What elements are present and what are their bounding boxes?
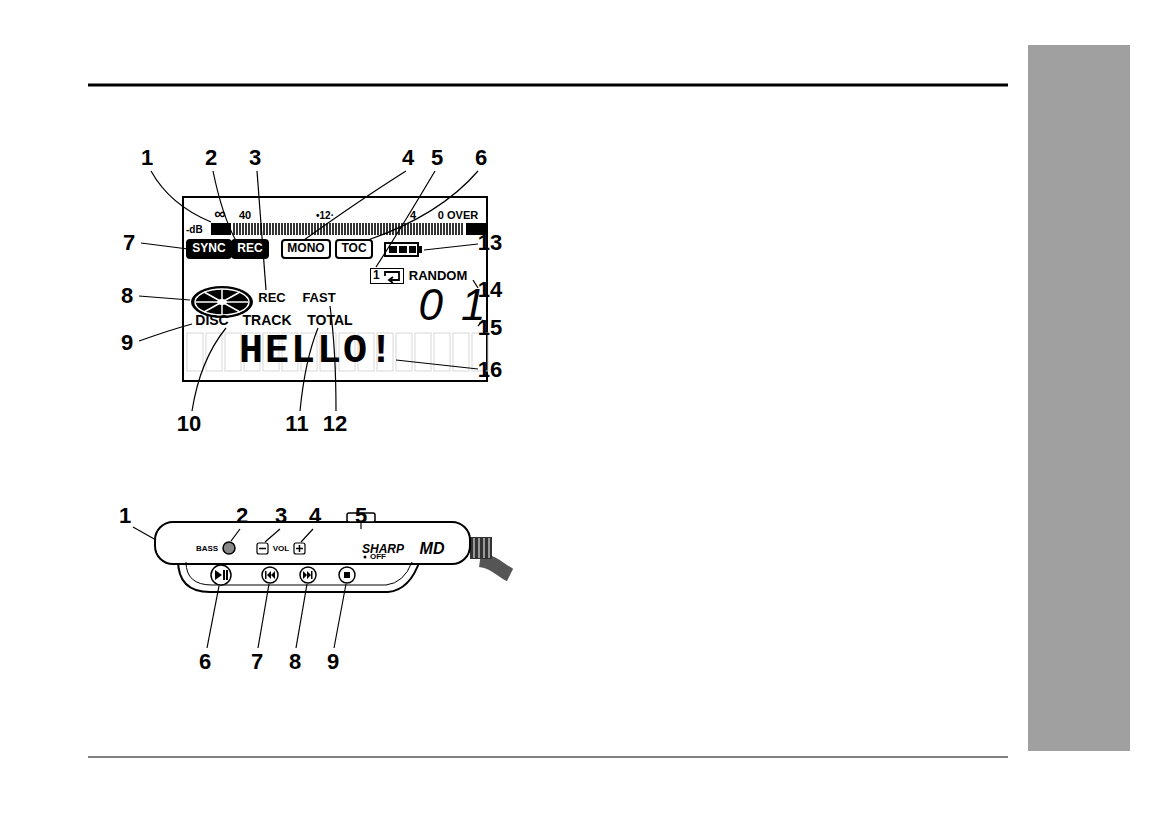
button-label: OFF bbox=[370, 553, 386, 562]
remote-control bbox=[155, 513, 510, 592]
repeat-arrow bbox=[385, 272, 399, 283]
header-rule bbox=[88, 84, 1008, 87]
level-meter bbox=[211, 223, 486, 235]
side-tab bbox=[1028, 45, 1130, 751]
callout-number: 8 bbox=[121, 284, 133, 308]
indicator: FAST bbox=[302, 291, 335, 305]
callout-number: 5 bbox=[355, 504, 367, 528]
indicator-box: REC bbox=[231, 239, 268, 258]
button-label: VOL bbox=[273, 545, 289, 554]
indicator: DISC bbox=[195, 313, 228, 328]
leader-lines bbox=[133, 523, 361, 648]
callout-number: 8 bbox=[289, 650, 301, 674]
scale-label: 40 bbox=[239, 209, 251, 221]
indicator: REC bbox=[258, 291, 285, 305]
callout-number: 5 bbox=[431, 146, 443, 170]
indicator: TOTAL bbox=[307, 313, 352, 328]
indicator-text: REC bbox=[237, 241, 262, 255]
callout-number: 4 bbox=[309, 504, 321, 528]
md-logo: MD bbox=[420, 540, 445, 558]
indicator-box: SYNC bbox=[186, 239, 231, 258]
callout-number: 3 bbox=[249, 146, 261, 170]
callout-number: 11 bbox=[285, 412, 308, 436]
indicator-text: TOC bbox=[341, 241, 366, 255]
callout-number: 7 bbox=[251, 650, 263, 674]
segment-digits: 01 bbox=[419, 281, 504, 329]
callout-number: 9 bbox=[327, 650, 339, 674]
scale-label: 0 OVER bbox=[438, 209, 478, 221]
button-label: BASS bbox=[196, 545, 218, 554]
scale-label: 4 bbox=[410, 209, 416, 221]
callout-number: 2 bbox=[205, 146, 217, 170]
dot-matrix-text: HELLO! bbox=[239, 330, 395, 374]
indicator-text: 1 bbox=[373, 268, 380, 282]
callout-number: 10 bbox=[177, 412, 201, 436]
callout-number: 1 bbox=[119, 504, 131, 528]
callout-number: 12 bbox=[323, 412, 347, 436]
callout-number: 6 bbox=[199, 650, 211, 674]
callout-number: 13 bbox=[478, 231, 502, 255]
indicator-box: MONO bbox=[281, 239, 330, 258]
scale-label: -dB bbox=[186, 224, 203, 235]
callout-number: 4 bbox=[402, 146, 414, 170]
scale-label: •12· bbox=[316, 210, 334, 221]
callout-number: 16 bbox=[478, 358, 502, 382]
indicator-text: SYNC bbox=[192, 241, 225, 255]
callout-number: 2 bbox=[236, 504, 248, 528]
scale-label: ∞ bbox=[214, 205, 225, 223]
callout-number: 6 bbox=[475, 146, 487, 170]
callout-number: 3 bbox=[275, 504, 287, 528]
footer-rule bbox=[88, 757, 1008, 758]
indicator-box: TOC bbox=[335, 239, 372, 258]
callout-number: 1 bbox=[141, 146, 153, 170]
indicator-box: 1 bbox=[370, 268, 404, 283]
callout-number: 7 bbox=[123, 231, 135, 255]
callout-number: 9 bbox=[121, 331, 133, 355]
indicator: TRACK bbox=[243, 313, 292, 328]
indicator-text: MONO bbox=[287, 241, 324, 255]
